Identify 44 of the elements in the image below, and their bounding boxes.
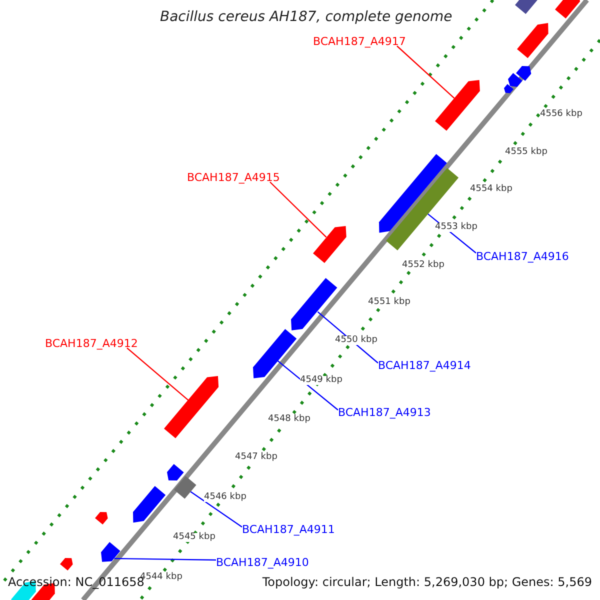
gene-label: BCAH187_A4911	[242, 524, 335, 535]
info-text: Topology: circular; Length: 5,269,030 bp; Genes: 5,569	[262, 576, 592, 588]
gene-block	[516, 66, 532, 82]
gene-block	[252, 328, 296, 378]
gene-block	[133, 486, 166, 524]
leader-line	[270, 182, 327, 238]
gene-block	[516, 22, 548, 58]
tick-label: 4548 kbp	[268, 415, 310, 424]
tick-label: 4550 kbp	[335, 336, 378, 345]
tick-label: 4547 kbp	[235, 453, 278, 462]
tick-label: 4546 kbp	[204, 493, 246, 502]
leader-line	[277, 360, 338, 410]
leader-line	[190, 491, 242, 528]
gene-label: BCAH187_A4912	[45, 338, 138, 349]
gene-block	[434, 80, 480, 131]
gene-block	[95, 512, 108, 525]
gene-block	[504, 84, 514, 94]
gene-block	[386, 168, 458, 250]
gene-label: BCAH187_A4915	[187, 172, 280, 183]
leader-line	[126, 348, 189, 401]
tick-label: 4553 kbp	[435, 223, 478, 232]
gene-block	[174, 476, 196, 498]
title: Bacillus cereus AH187, complete genome	[160, 10, 452, 24]
leader-line	[114, 558, 216, 561]
tick-label: 4549 kbp	[300, 376, 342, 385]
gene-block	[508, 72, 522, 86]
gene-label: BCAH187_A4913	[338, 407, 431, 418]
tick-label: 4551 kbp	[368, 298, 410, 307]
gene-label: BCAH187_A4910	[216, 557, 309, 568]
gene-block	[164, 376, 219, 439]
tick-label: 4545 kbp	[173, 533, 216, 542]
gene-label: BCAH187_A4917	[313, 36, 406, 47]
tick-label: 4555 kbp	[505, 148, 548, 157]
leader-line	[396, 46, 455, 99]
gene-label: BCAH187_A4916	[476, 251, 569, 262]
tick-label: 4552 kbp	[402, 261, 444, 270]
tick-label: 4556 kbp	[540, 110, 582, 119]
gene-block	[101, 542, 121, 562]
gene-block	[60, 558, 74, 571]
gene-label: BCAH187_A4914	[378, 360, 471, 371]
tick-label: 4554 kbp	[470, 185, 512, 194]
gene-block	[291, 278, 338, 331]
gene-block	[167, 464, 184, 480]
gene-block	[312, 226, 346, 263]
